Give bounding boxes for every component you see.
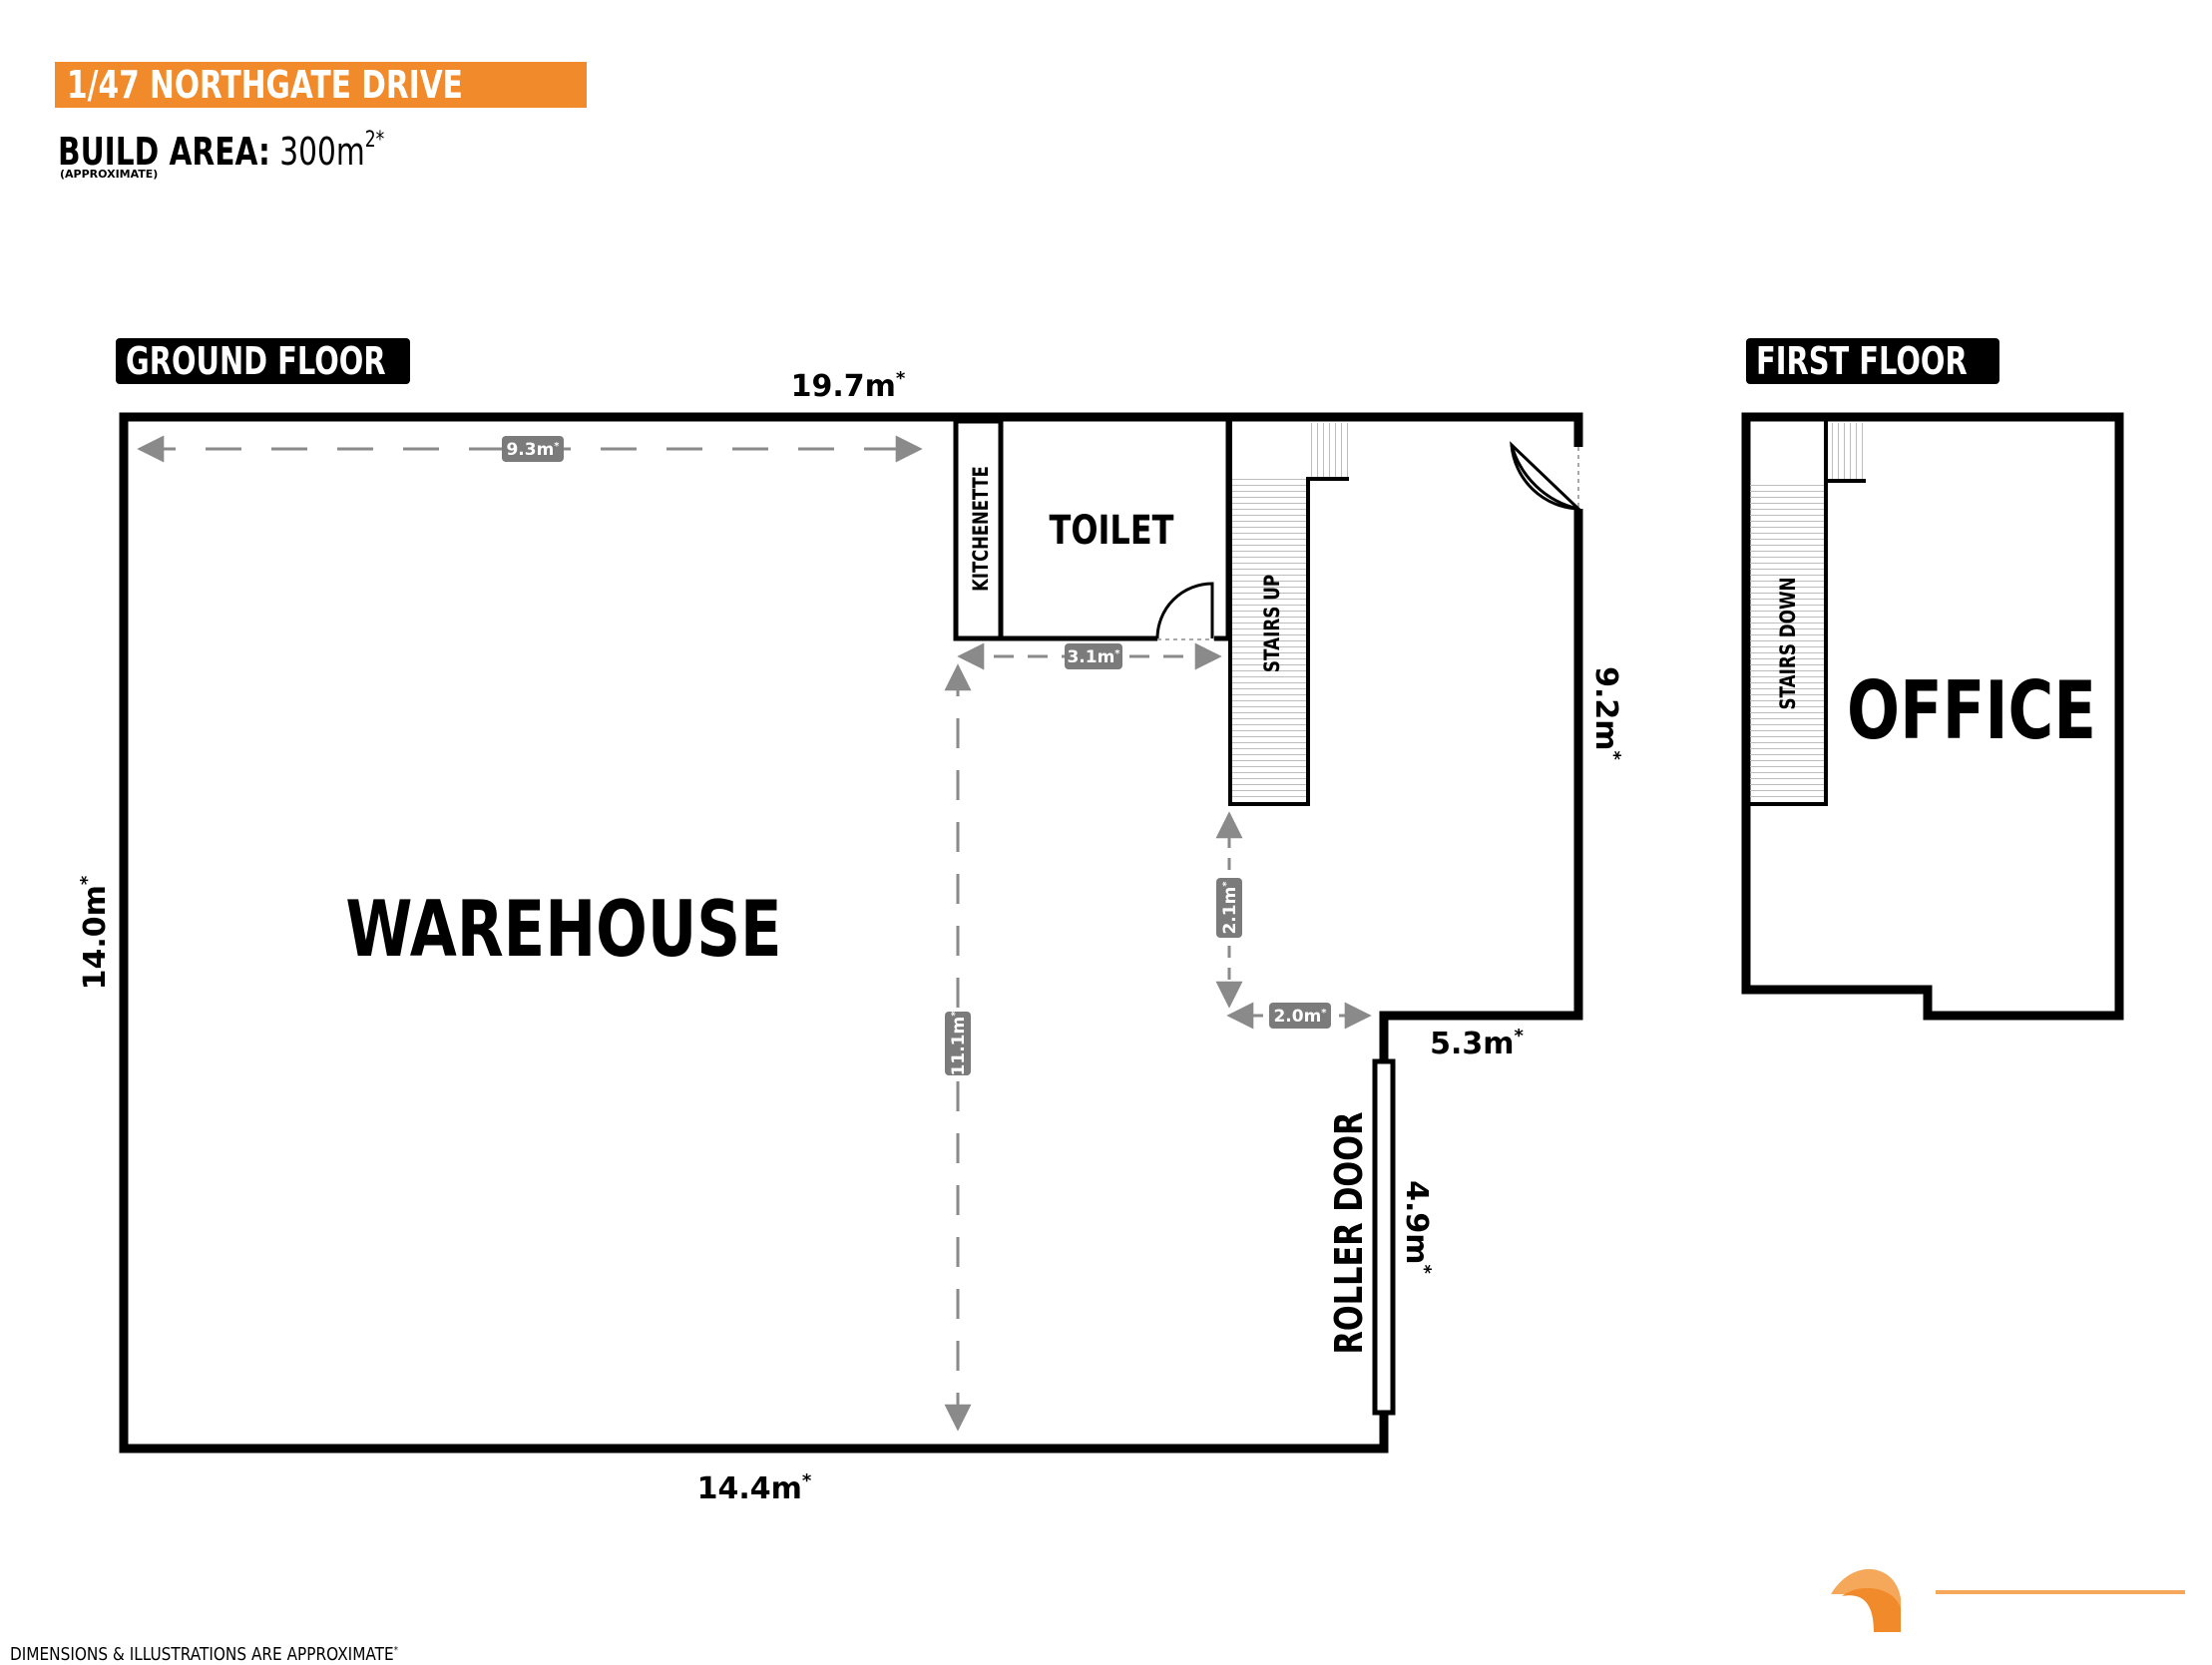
dim-top-width: 19.7m* xyxy=(791,368,906,404)
dim-chip-3-1: 3.1m* xyxy=(1065,643,1122,669)
roller-door xyxy=(1372,1058,1396,1416)
roller-door-label: ROLLER DOOR xyxy=(1328,1111,1372,1354)
ground-floor-outer-wall xyxy=(119,412,1583,1454)
stairs-down xyxy=(1750,481,1826,804)
kitchenette-label: KITCHENETTE xyxy=(970,466,993,592)
stairs-up xyxy=(1230,479,1308,804)
office-label: OFFICE xyxy=(1847,663,2096,757)
dim-right-upper-height: 9.2m* xyxy=(1588,666,1624,760)
warehouse-label: WAREHOUSE xyxy=(345,885,781,975)
dim-2-0-text: 2.0m xyxy=(1273,1007,1321,1027)
entry-door-swing xyxy=(1510,441,1582,511)
ground-floor-title: GROUND FLOOR xyxy=(126,339,386,383)
dim-roller-door-height: 4.9m* xyxy=(1399,1180,1435,1274)
address-title: 1/47 NORTHGATE DRIVE xyxy=(67,63,463,107)
svg-text:11.1m*: 11.1m* xyxy=(949,1011,969,1076)
build-area-value: 300m xyxy=(279,130,365,174)
stairs-down-label: STAIRS DOWN xyxy=(1776,577,1800,709)
approximate-note: (APPROXIMATE) xyxy=(60,168,159,181)
dim-3-1-text: 3.1m xyxy=(1067,647,1114,667)
first-floor-outer-wall xyxy=(1741,412,2124,1021)
toilet-label: TOILET xyxy=(1049,506,1173,553)
toilet-door-swing xyxy=(1155,582,1214,639)
ground-floor-badge: GROUND FLOOR xyxy=(116,338,410,384)
dim-11-1-text: 11.1m xyxy=(949,1017,969,1076)
svg-text:2.0m*: 2.0m* xyxy=(1273,1007,1327,1027)
build-area-unit-sup: 2* xyxy=(364,128,385,153)
brand-logo-mark xyxy=(1831,1568,2185,1632)
svg-text:9.3m*: 9.3m* xyxy=(506,440,560,460)
svg-text:3.1m*: 3.1m* xyxy=(1067,647,1120,667)
build-area-label: BUILD AREA: xyxy=(58,130,270,174)
dim-chip-2-0: 2.0m* xyxy=(1269,1003,1331,1029)
dim-chip-9-3: 9.3m* xyxy=(502,436,564,462)
dim-chip-11-1: 11.1m* xyxy=(945,1011,971,1076)
dim-2-1-text: 2.1m xyxy=(1220,887,1240,935)
dim-9-3-text: 9.3m xyxy=(506,440,554,460)
first-floor-badge: FIRST FLOOR xyxy=(1746,338,1999,384)
dim-left-height: 14.0m* xyxy=(77,875,113,990)
stairs-up-label: STAIRS UP xyxy=(1260,575,1284,672)
dim-chip-2-1: 2.1m* xyxy=(1216,878,1242,938)
first-floor-title: FIRST FLOOR xyxy=(1756,339,1968,383)
entry-door-gap xyxy=(1573,447,1585,509)
svg-text:2.1m*: 2.1m* xyxy=(1220,881,1240,935)
build-area: BUILD AREA: 300m2* xyxy=(58,118,477,175)
address-badge: 1/47 NORTHGATE DRIVE xyxy=(55,62,587,108)
dim-step-width: 5.3m* xyxy=(1430,1026,1524,1061)
disclaimer: DIMENSIONS & ILLUSTRATIONS ARE APPROXIMA… xyxy=(10,1644,398,1665)
dim-bottom-width: 14.4m* xyxy=(697,1470,812,1506)
